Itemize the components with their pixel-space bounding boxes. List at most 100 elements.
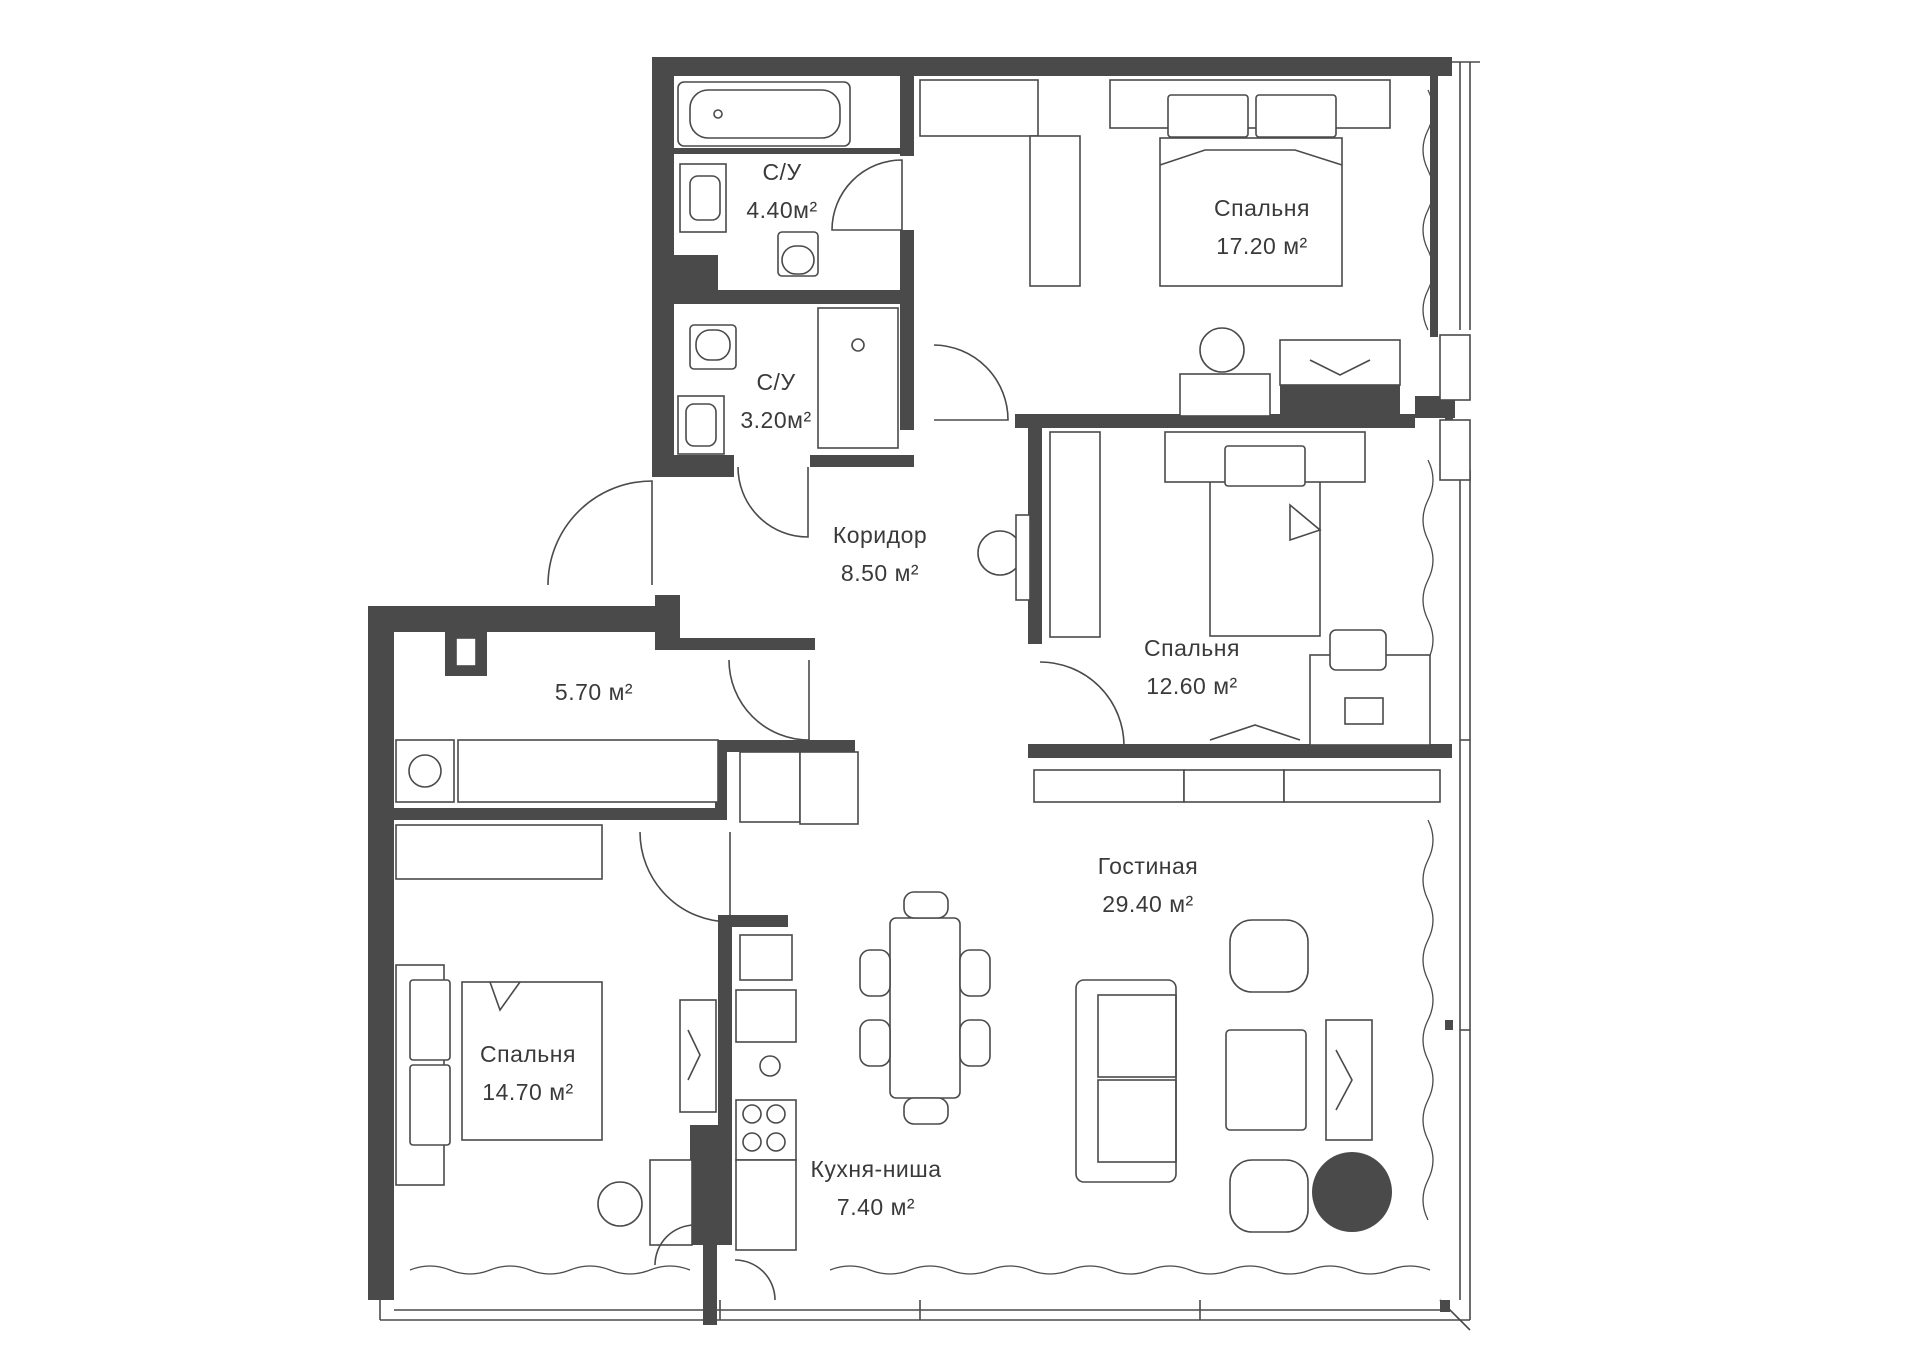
chair-d5	[959, 949, 991, 997]
wall-right-top	[1430, 57, 1438, 337]
walls	[368, 57, 1455, 1325]
kitchen-column	[690, 1125, 732, 1245]
room-name-bath1: С/У	[762, 159, 801, 185]
room-area-storage: 5.70 м²	[555, 679, 633, 705]
bath1-fixtures	[677, 81, 903, 277]
stool-1	[1199, 327, 1245, 373]
chair-d4	[859, 1019, 891, 1067]
wall-bath-divider	[674, 290, 914, 304]
wall-bath2-bottom-right	[810, 455, 914, 467]
round-table	[1312, 1152, 1392, 1232]
shoe-rack	[739, 751, 801, 823]
fridge	[739, 934, 793, 981]
bedroom1-furniture	[919, 79, 1401, 417]
radiator-2	[1183, 769, 1285, 803]
bedroom3-furniture	[395, 824, 731, 1266]
desk-1	[1179, 373, 1271, 417]
wall-kitchen-top	[718, 915, 788, 927]
radiator-1	[1033, 769, 1185, 803]
wardrobe-5	[395, 824, 603, 880]
wall-bath2-bottom-left	[674, 455, 734, 477]
shelf-2	[1015, 514, 1031, 601]
room-area-bed2: 12.60 м²	[1146, 673, 1237, 699]
kitchen-column2	[703, 1245, 717, 1325]
shaft-1	[674, 255, 718, 295]
wall-bath2-right	[900, 300, 914, 430]
door-corridor-up	[933, 344, 1009, 421]
armchair-1	[1229, 919, 1309, 993]
chair-d3	[859, 949, 891, 997]
wardrobe-4	[457, 739, 719, 803]
bed-1	[1159, 137, 1343, 287]
armchair-2	[1229, 1159, 1309, 1233]
facade	[379, 61, 1480, 1331]
chair-2	[1329, 629, 1387, 671]
room-area-kitchen: 7.40 м²	[837, 1194, 915, 1220]
wall-bed2-left	[1028, 414, 1042, 644]
wall-top	[652, 57, 1452, 76]
cabinet-kitchen	[679, 999, 717, 1113]
stool-3	[597, 1181, 643, 1227]
wall-wardrobe-top	[715, 740, 855, 752]
chair-d1	[903, 891, 949, 919]
wall-bath-left	[652, 57, 674, 477]
tv-stand	[1325, 1019, 1373, 1141]
wall-left	[368, 606, 394, 1300]
pillow-3b	[409, 1064, 451, 1146]
bed-3	[461, 981, 603, 1141]
sink-kitchen	[735, 989, 797, 1043]
counter-kitchen	[735, 1159, 797, 1251]
shower	[817, 307, 899, 449]
headboard-1	[1109, 79, 1391, 129]
dresser-3	[649, 1159, 693, 1246]
wall-bath-right	[900, 230, 914, 300]
room-area-corridor: 8.50 м²	[841, 560, 919, 586]
wall-bath1-sep	[674, 148, 914, 154]
room-name-living: Гостиная	[1098, 853, 1199, 879]
kitchen-furniture	[679, 934, 797, 1301]
room-area-living: 29.40 м²	[1102, 891, 1193, 917]
chair-d2	[903, 1097, 949, 1125]
stove	[735, 1099, 797, 1161]
door-bath2	[737, 466, 809, 538]
wall-storage-top	[368, 606, 670, 632]
door-storage	[728, 659, 810, 741]
toilet-1	[777, 231, 819, 277]
bath2-fixtures	[677, 307, 1009, 538]
room-area-bath1: 4.40м²	[746, 197, 817, 223]
wall-right-low	[1445, 1020, 1453, 1030]
corridor-doors	[547, 480, 810, 741]
wall-bed2-block	[1280, 385, 1400, 425]
storage-furniture	[395, 739, 859, 825]
sink-1	[679, 163, 727, 233]
room-name-corridor: Коридор	[833, 522, 927, 548]
chair-d6	[959, 1019, 991, 1067]
dining-table	[889, 917, 961, 1099]
door-bath1	[831, 159, 903, 231]
radiator-3	[1283, 769, 1441, 803]
wardrobe-3	[1049, 431, 1101, 638]
room-labels: С/У 4.40м² С/У 3.20м² Спальня 17.20 м² К…	[480, 159, 1309, 1220]
door-entrance	[547, 480, 653, 586]
room-name-bed2: Спальня	[1144, 635, 1240, 661]
room-area-bed3: 14.70 м²	[482, 1079, 573, 1105]
pillow-3a	[409, 979, 451, 1061]
door-bed3	[639, 831, 731, 923]
sofa	[1075, 979, 1177, 1183]
room-area-bed1: 17.20 м²	[1216, 233, 1307, 259]
room-name-kitchen: Кухня-ниша	[810, 1156, 941, 1182]
pillow-2	[1224, 445, 1306, 487]
toilet-2	[689, 324, 737, 370]
living-furniture	[859, 769, 1441, 1233]
door-bed2	[1039, 661, 1125, 747]
shaft-2-inner	[455, 637, 477, 667]
wall-wardrobe-bottom	[394, 808, 724, 820]
wall-bath1-right-top	[900, 76, 914, 156]
bathtub	[677, 81, 851, 147]
coffee-table	[1225, 1029, 1307, 1131]
wall-storage-top3	[670, 638, 815, 650]
wardrobe-1	[919, 79, 1039, 137]
pillow-1b	[1255, 94, 1337, 138]
room-name-bath2: С/У	[756, 369, 795, 395]
